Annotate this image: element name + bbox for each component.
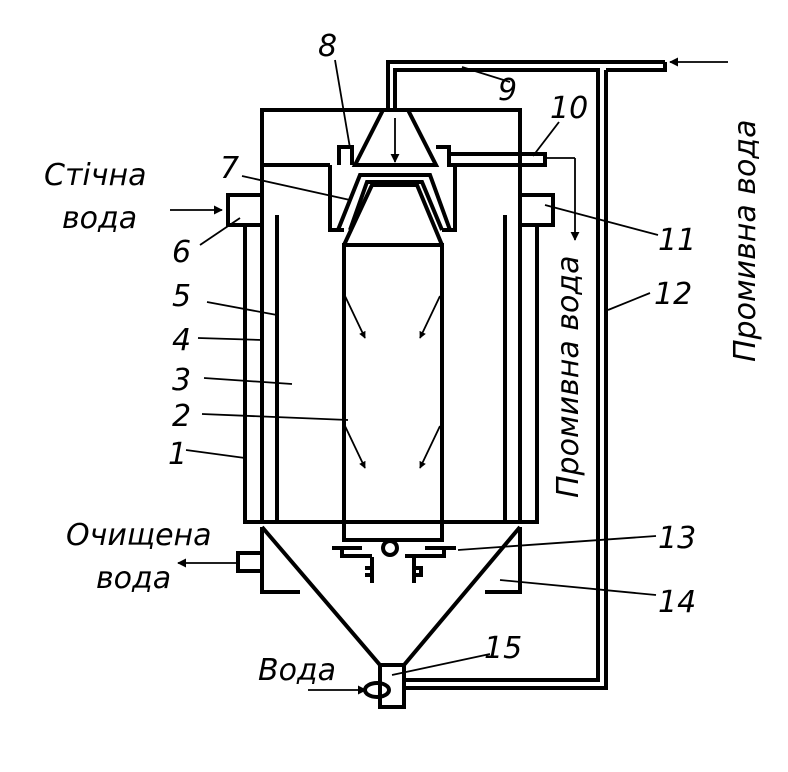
text-labels: Стічна вода Очищена вода Вода Промивна в… <box>44 120 763 688</box>
treated-outlet-nozzle <box>236 551 264 573</box>
rinse-pipe <box>386 60 667 690</box>
callout-14: 14 <box>658 585 696 620</box>
rinse-water-label-mid: Промивна вода <box>551 256 586 498</box>
conical-bottom <box>260 525 522 709</box>
inlet-nozzle <box>226 193 264 227</box>
leader-lines <box>185 59 659 676</box>
callout-7: 7 <box>220 151 239 186</box>
filter-media <box>260 215 522 512</box>
rinse-water-label-right: Промивна вода <box>728 120 763 362</box>
wastewater-label-line2: вода <box>62 201 137 236</box>
rinse-discharge-pipe <box>447 152 580 241</box>
callout-8: 8 <box>318 29 337 64</box>
inner-chamber <box>275 215 507 540</box>
callout-3: 3 <box>172 363 191 398</box>
callout-12: 12 <box>654 277 692 312</box>
callout-9: 9 <box>498 73 517 108</box>
callout-5: 5 <box>172 279 191 314</box>
outlet-nozzle-right <box>518 193 555 227</box>
treated-label-line1: Очищена <box>66 518 212 553</box>
callout-11: 11 <box>658 223 696 258</box>
callout-10: 10 <box>550 91 588 126</box>
water-inlet-label: Вода <box>258 653 336 688</box>
wastewater-label-line1: Стічна <box>44 158 146 193</box>
callout-6: 6 <box>172 235 191 270</box>
callout-15: 15 <box>484 631 522 666</box>
distributor-head <box>328 108 457 232</box>
callout-2: 2 <box>172 399 191 434</box>
callout-1: 1 <box>168 437 187 472</box>
callout-13: 13 <box>658 521 696 556</box>
callout-numbers: 1 2 3 4 5 6 7 8 9 10 11 12 13 14 15 <box>168 29 696 666</box>
callout-4: 4 <box>172 323 191 358</box>
treated-label-line2: вода <box>96 561 171 596</box>
central-column <box>342 183 444 542</box>
flow-arrows <box>170 57 728 699</box>
